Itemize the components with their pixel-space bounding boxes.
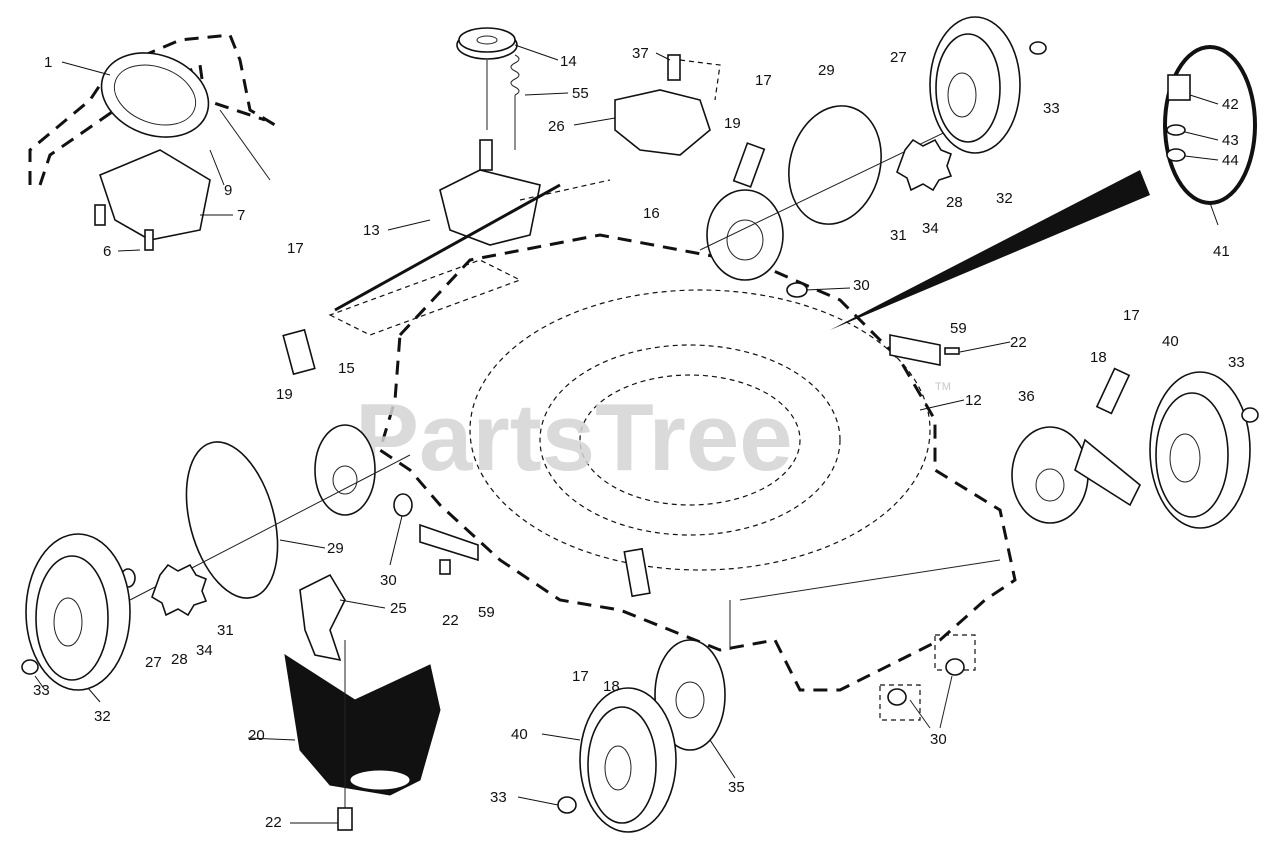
callout-35: 35 (728, 779, 745, 796)
callout-59: 59 (478, 604, 495, 621)
callout-17: 17 (572, 668, 589, 685)
callout-44: 44 (1222, 152, 1239, 169)
callout-17: 17 (1123, 307, 1140, 324)
callout-16: 16 (643, 205, 660, 222)
callout-27: 27 (890, 49, 907, 66)
callout-40: 40 (511, 726, 528, 743)
callout-14: 14 (560, 53, 577, 70)
callout-33: 33 (33, 682, 50, 699)
callout-33: 33 (1043, 100, 1060, 117)
bracket-26 (614, 54, 721, 156)
callout-15: 15 (338, 360, 355, 377)
watermark: PartsTree TM (355, 381, 951, 491)
front-left-assembly (557, 547, 726, 833)
callout-28: 28 (171, 651, 188, 668)
callout-19: 19 (724, 115, 741, 132)
callout-36: 36 (1018, 388, 1035, 405)
callout-12: 12 (965, 392, 982, 409)
callout-25: 25 (390, 600, 407, 617)
callout-26: 26 (548, 118, 565, 135)
callout-43: 43 (1222, 132, 1239, 149)
callout-31: 31 (217, 622, 234, 639)
callout-41: 41 (1213, 243, 1230, 260)
watermark-mark: TM (935, 381, 951, 393)
callout-32: 32 (996, 190, 1013, 207)
callout-30: 30 (930, 731, 947, 748)
callout-59: 59 (950, 320, 967, 337)
callout-33: 33 (490, 789, 507, 806)
callout-22: 22 (265, 814, 282, 831)
callout-7: 7 (237, 207, 245, 224)
detail-bubble-41 (830, 45, 1257, 330)
callout-30: 30 (380, 572, 397, 589)
callout-29: 29 (818, 62, 835, 79)
callout-32: 32 (94, 708, 111, 725)
callout-27: 27 (145, 654, 162, 671)
callout-31: 31 (890, 227, 907, 244)
callout-55: 55 (572, 85, 589, 102)
callout-17: 17 (287, 240, 304, 257)
spacers-30 (879, 634, 976, 729)
spacer-59-right (889, 334, 960, 366)
callout-40: 40 (1162, 333, 1179, 350)
spacer-59-left (419, 523, 479, 575)
discharge-chute (284, 573, 441, 831)
callout-9: 9 (224, 182, 232, 199)
callout-30: 30 (853, 277, 870, 294)
rear-right-wheel (929, 16, 1047, 154)
callout-42: 42 (1222, 96, 1239, 113)
callout-17: 17 (755, 72, 772, 89)
callout-6: 6 (103, 243, 111, 260)
transmission (328, 139, 611, 336)
callout-1: 1 (44, 54, 52, 71)
front-right-assembly (1011, 367, 1259, 529)
rear-right-adjuster (699, 105, 961, 298)
callouts: 1 9 7 6 14 55 13 37 26 17 29 19 16 27 33… (33, 45, 1245, 831)
watermark-text: PartsTree (355, 384, 793, 491)
pulley-and-spring (456, 27, 520, 150)
callout-20: 20 (248, 727, 265, 744)
callout-22: 22 (442, 612, 459, 629)
callout-29: 29 (327, 540, 344, 557)
callout-34: 34 (196, 642, 213, 659)
mower-deck (378, 233, 1017, 692)
callout-28: 28 (946, 194, 963, 211)
rear-left-assembly (21, 328, 413, 691)
handle-assembly (28, 33, 276, 251)
callout-33: 33 (1228, 354, 1245, 371)
callout-22: 22 (1010, 334, 1027, 351)
callout-34: 34 (922, 220, 939, 237)
callout-37: 37 (632, 45, 649, 62)
callout-18: 18 (1090, 349, 1107, 366)
leader-lines (34, 44, 1219, 824)
callout-18: 18 (603, 678, 620, 695)
callout-13: 13 (363, 222, 380, 239)
callout-19: 19 (276, 386, 293, 403)
